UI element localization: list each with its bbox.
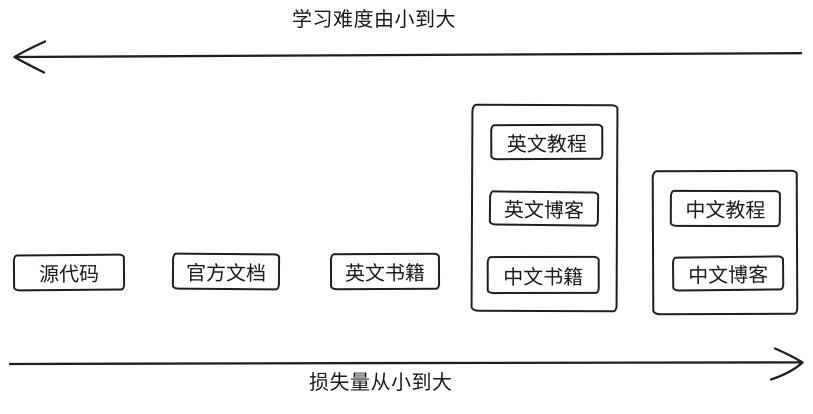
arrow-right-icon — [769, 347, 804, 381]
node-english-tutorials: 英文教程 — [490, 123, 604, 161]
node-official-docs: 官方文档 — [171, 252, 281, 291]
group-chinese-tutorials-blogs: 中文教程 中文博客 — [651, 169, 799, 316]
group-english-tutorials-blogs-chinese-books: 英文教程 英文博客 中文书籍 — [470, 103, 619, 313]
top-axis-label: 学习难度由小到大 — [292, 9, 456, 31]
node-source-code: 源代码 — [12, 253, 126, 292]
bottom-axis-label: 损失量从小到大 — [309, 372, 453, 394]
node-chinese-books: 中文书籍 — [486, 255, 600, 295]
node-chinese-blogs: 中文博客 — [671, 255, 785, 292]
top-axis-line — [13, 52, 803, 59]
node-english-blogs: 英文博客 — [488, 190, 600, 227]
node-chinese-tutorials: 中文教程 — [669, 189, 781, 228]
node-english-books: 英文书籍 — [329, 252, 441, 291]
bottom-axis-line — [8, 361, 803, 366]
arrow-left-icon — [13, 40, 47, 74]
